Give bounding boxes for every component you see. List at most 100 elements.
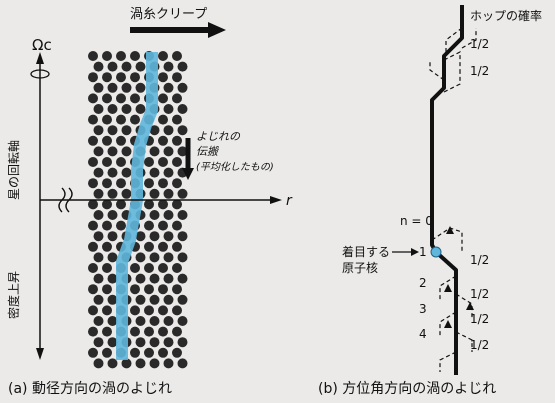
atom-dot bbox=[149, 294, 160, 305]
atom-dot bbox=[158, 305, 168, 316]
prob-label-5: 1/2 bbox=[470, 312, 489, 326]
nucleus-pointer-head bbox=[411, 248, 419, 256]
atom-dot bbox=[116, 178, 126, 189]
atom-dot bbox=[116, 114, 126, 125]
n-zero-label: n = 0 bbox=[400, 214, 433, 228]
atom-dot bbox=[163, 358, 174, 369]
atom-dot bbox=[93, 146, 104, 157]
atom-dot bbox=[149, 316, 160, 326]
atom-dot bbox=[149, 337, 160, 348]
atom-dot bbox=[102, 157, 112, 167]
atom-dot bbox=[149, 210, 160, 220]
axis-break-mark-2 bbox=[65, 187, 73, 213]
atom-dot bbox=[102, 199, 112, 210]
atom-dot bbox=[172, 284, 182, 295]
axis-break-mark bbox=[58, 187, 66, 213]
atom-dot bbox=[149, 252, 160, 263]
atom-dot bbox=[102, 263, 112, 273]
atom-dot bbox=[107, 61, 118, 72]
index-label-3: 3 bbox=[419, 302, 427, 316]
atom-dot bbox=[88, 241, 98, 252]
atom-dot bbox=[135, 104, 146, 114]
atom-dot bbox=[163, 294, 174, 305]
atom-dot bbox=[121, 104, 132, 114]
atom-dot bbox=[135, 294, 146, 305]
atom-dot bbox=[107, 188, 118, 199]
prob-label-6: 1/2 bbox=[470, 338, 489, 352]
atom-dot bbox=[107, 82, 118, 93]
atom-dot bbox=[107, 104, 118, 114]
atom-dot bbox=[121, 146, 132, 157]
atom-dot bbox=[88, 178, 98, 189]
panel-a: 渦糸クリープ Ωc 星の回転軸 密度上昇 r よじれの 伝搬 (平均化したもの)… bbox=[6, 7, 293, 397]
twist-arrowhead bbox=[182, 168, 194, 180]
atom-dot bbox=[177, 188, 188, 199]
atom-dot bbox=[163, 146, 174, 157]
atom-dot bbox=[93, 210, 104, 220]
atom-dot bbox=[163, 104, 174, 114]
atom-dot bbox=[177, 252, 188, 263]
atom-dot bbox=[177, 358, 188, 369]
atom-dot bbox=[135, 61, 146, 72]
atom-dot bbox=[177, 294, 188, 305]
atom-dot bbox=[163, 210, 174, 220]
twist-label-2: 伝搬 bbox=[196, 145, 219, 158]
atom-dot bbox=[144, 178, 154, 189]
atom-dot bbox=[102, 72, 112, 83]
atom-dot bbox=[172, 51, 182, 61]
atom-dot bbox=[88, 72, 98, 83]
atom-dot bbox=[163, 82, 174, 93]
atom-dot bbox=[102, 51, 112, 61]
atom-dot bbox=[163, 188, 174, 199]
atom-dot bbox=[172, 199, 182, 210]
atom-dot bbox=[93, 167, 104, 178]
atom-dot bbox=[88, 220, 98, 231]
atom-dot bbox=[172, 93, 182, 104]
atom-dot bbox=[107, 273, 118, 284]
atom-dot bbox=[158, 241, 168, 252]
atom-dot bbox=[102, 347, 112, 358]
atom-dot bbox=[93, 273, 104, 284]
atom-dot bbox=[177, 337, 188, 348]
atom-dot bbox=[93, 188, 104, 199]
atom-dot bbox=[158, 93, 168, 104]
atom-dot bbox=[102, 178, 112, 189]
hop-arrows bbox=[444, 226, 474, 328]
atom-dot bbox=[172, 135, 182, 146]
atom-dot bbox=[172, 263, 182, 273]
hop-label: ホップの確率 bbox=[470, 8, 542, 23]
axis-arrowhead-up bbox=[36, 52, 44, 64]
atom-dot bbox=[102, 135, 112, 146]
hop-branches-lower bbox=[431, 227, 473, 372]
atom-dot bbox=[135, 358, 146, 369]
atom-dot bbox=[107, 252, 118, 263]
density-label: 密度上昇 bbox=[6, 271, 21, 319]
atom-dot bbox=[102, 326, 112, 337]
atom-dot bbox=[158, 284, 168, 295]
atom-dot bbox=[144, 347, 154, 358]
caption-a: (a) 動径方向の渦のよじれ bbox=[8, 381, 172, 397]
atom-dot bbox=[158, 114, 168, 125]
atom-dot bbox=[130, 51, 140, 61]
hop-branches-upper bbox=[429, 27, 477, 93]
atom-dot bbox=[93, 231, 104, 242]
atom-dot bbox=[144, 220, 154, 231]
r-axis-arrowhead bbox=[270, 196, 282, 204]
atom-dot bbox=[107, 294, 118, 305]
nucleus-label-1: 着目する bbox=[342, 244, 390, 259]
axis-arrowhead-down bbox=[36, 348, 44, 360]
omega-label: Ωc bbox=[32, 36, 52, 54]
atom-dot bbox=[135, 316, 146, 326]
atom-dot bbox=[102, 114, 112, 125]
atom-dot bbox=[172, 326, 182, 337]
atom-dot bbox=[158, 135, 168, 146]
r-label: r bbox=[286, 193, 293, 209]
creep-label: 渦糸クリープ bbox=[130, 7, 207, 22]
atom-dot bbox=[116, 93, 126, 104]
atom-dot bbox=[144, 305, 154, 316]
nucleus-label-2: 原子核 bbox=[342, 261, 378, 275]
atom-dot bbox=[144, 263, 154, 273]
atom-dot bbox=[135, 231, 146, 242]
atom-dot bbox=[121, 82, 132, 93]
atom-dot bbox=[158, 347, 168, 358]
